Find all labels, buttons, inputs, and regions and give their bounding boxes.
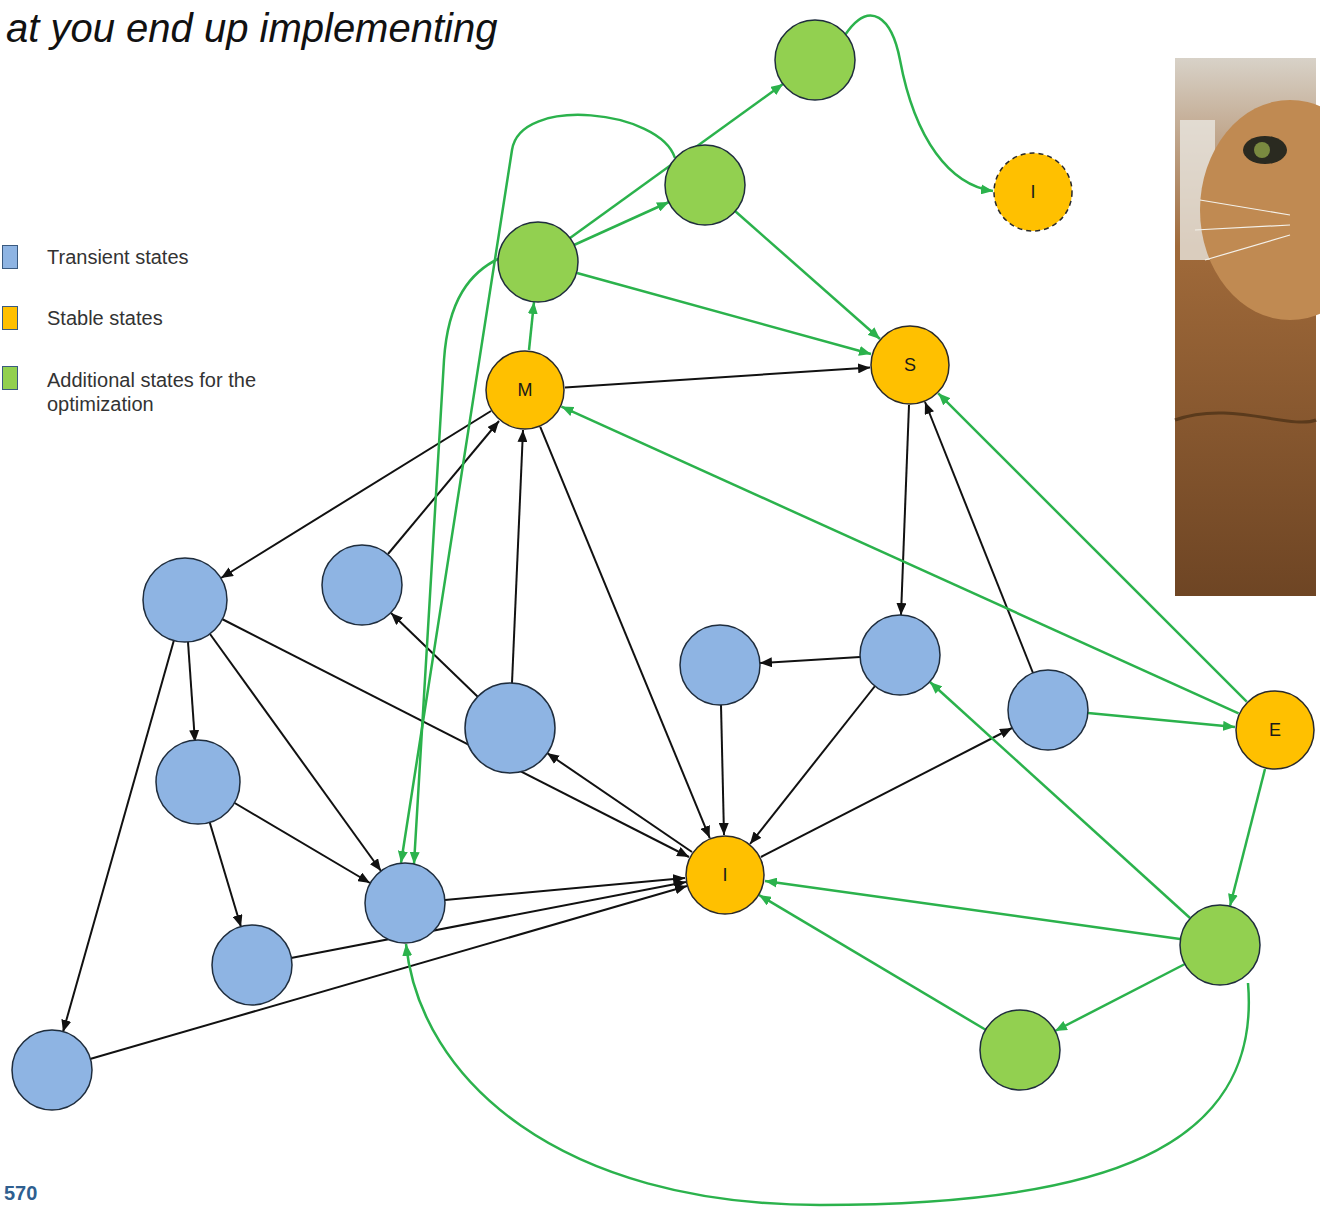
legend-swatch — [2, 306, 18, 330]
legend-swatch — [2, 366, 18, 390]
state-circle: M — [485, 350, 565, 430]
state-circle: I — [685, 835, 765, 915]
transition-arrows — [63, 402, 1033, 1059]
circle-shape — [1236, 691, 1314, 769]
state-text-wrap: E — [1269, 720, 1281, 741]
unlabeled-states — [12, 20, 1260, 1110]
state-text-wrap: M — [518, 380, 533, 401]
state-name: I — [1030, 182, 1035, 203]
legend-text: Transient states — [47, 245, 287, 269]
legend-text: Additional states for the optimization — [47, 368, 312, 416]
state-name: E — [1269, 720, 1281, 741]
optimization-arrows — [401, 16, 1265, 1205]
legend-swatch — [2, 245, 18, 269]
transition-arrow — [565, 368, 870, 388]
circle-shape — [686, 836, 764, 914]
slide-number: 570 — [4, 1182, 37, 1205]
state-name: M — [518, 380, 533, 401]
transition-arrow — [540, 427, 710, 838]
state-circle: I — [993, 152, 1073, 232]
state-text-wrap: I — [722, 865, 727, 886]
legend-text: Stable states — [47, 306, 287, 330]
circle-shape — [994, 153, 1072, 231]
transition-arrow — [561, 407, 1238, 714]
circle-shape — [486, 351, 564, 429]
transition-arrow — [938, 393, 1246, 701]
state-name: I — [722, 865, 727, 886]
circle-shape — [871, 326, 949, 404]
state-text-wrap: I — [1030, 182, 1035, 203]
cat-photo — [1175, 58, 1320, 596]
state-text-wrap: S — [904, 355, 916, 376]
state-circle: E — [1235, 690, 1315, 770]
state-name: S — [904, 355, 916, 376]
slide-title: at you end up implementing — [6, 6, 497, 51]
state-circle: S — [870, 325, 950, 405]
